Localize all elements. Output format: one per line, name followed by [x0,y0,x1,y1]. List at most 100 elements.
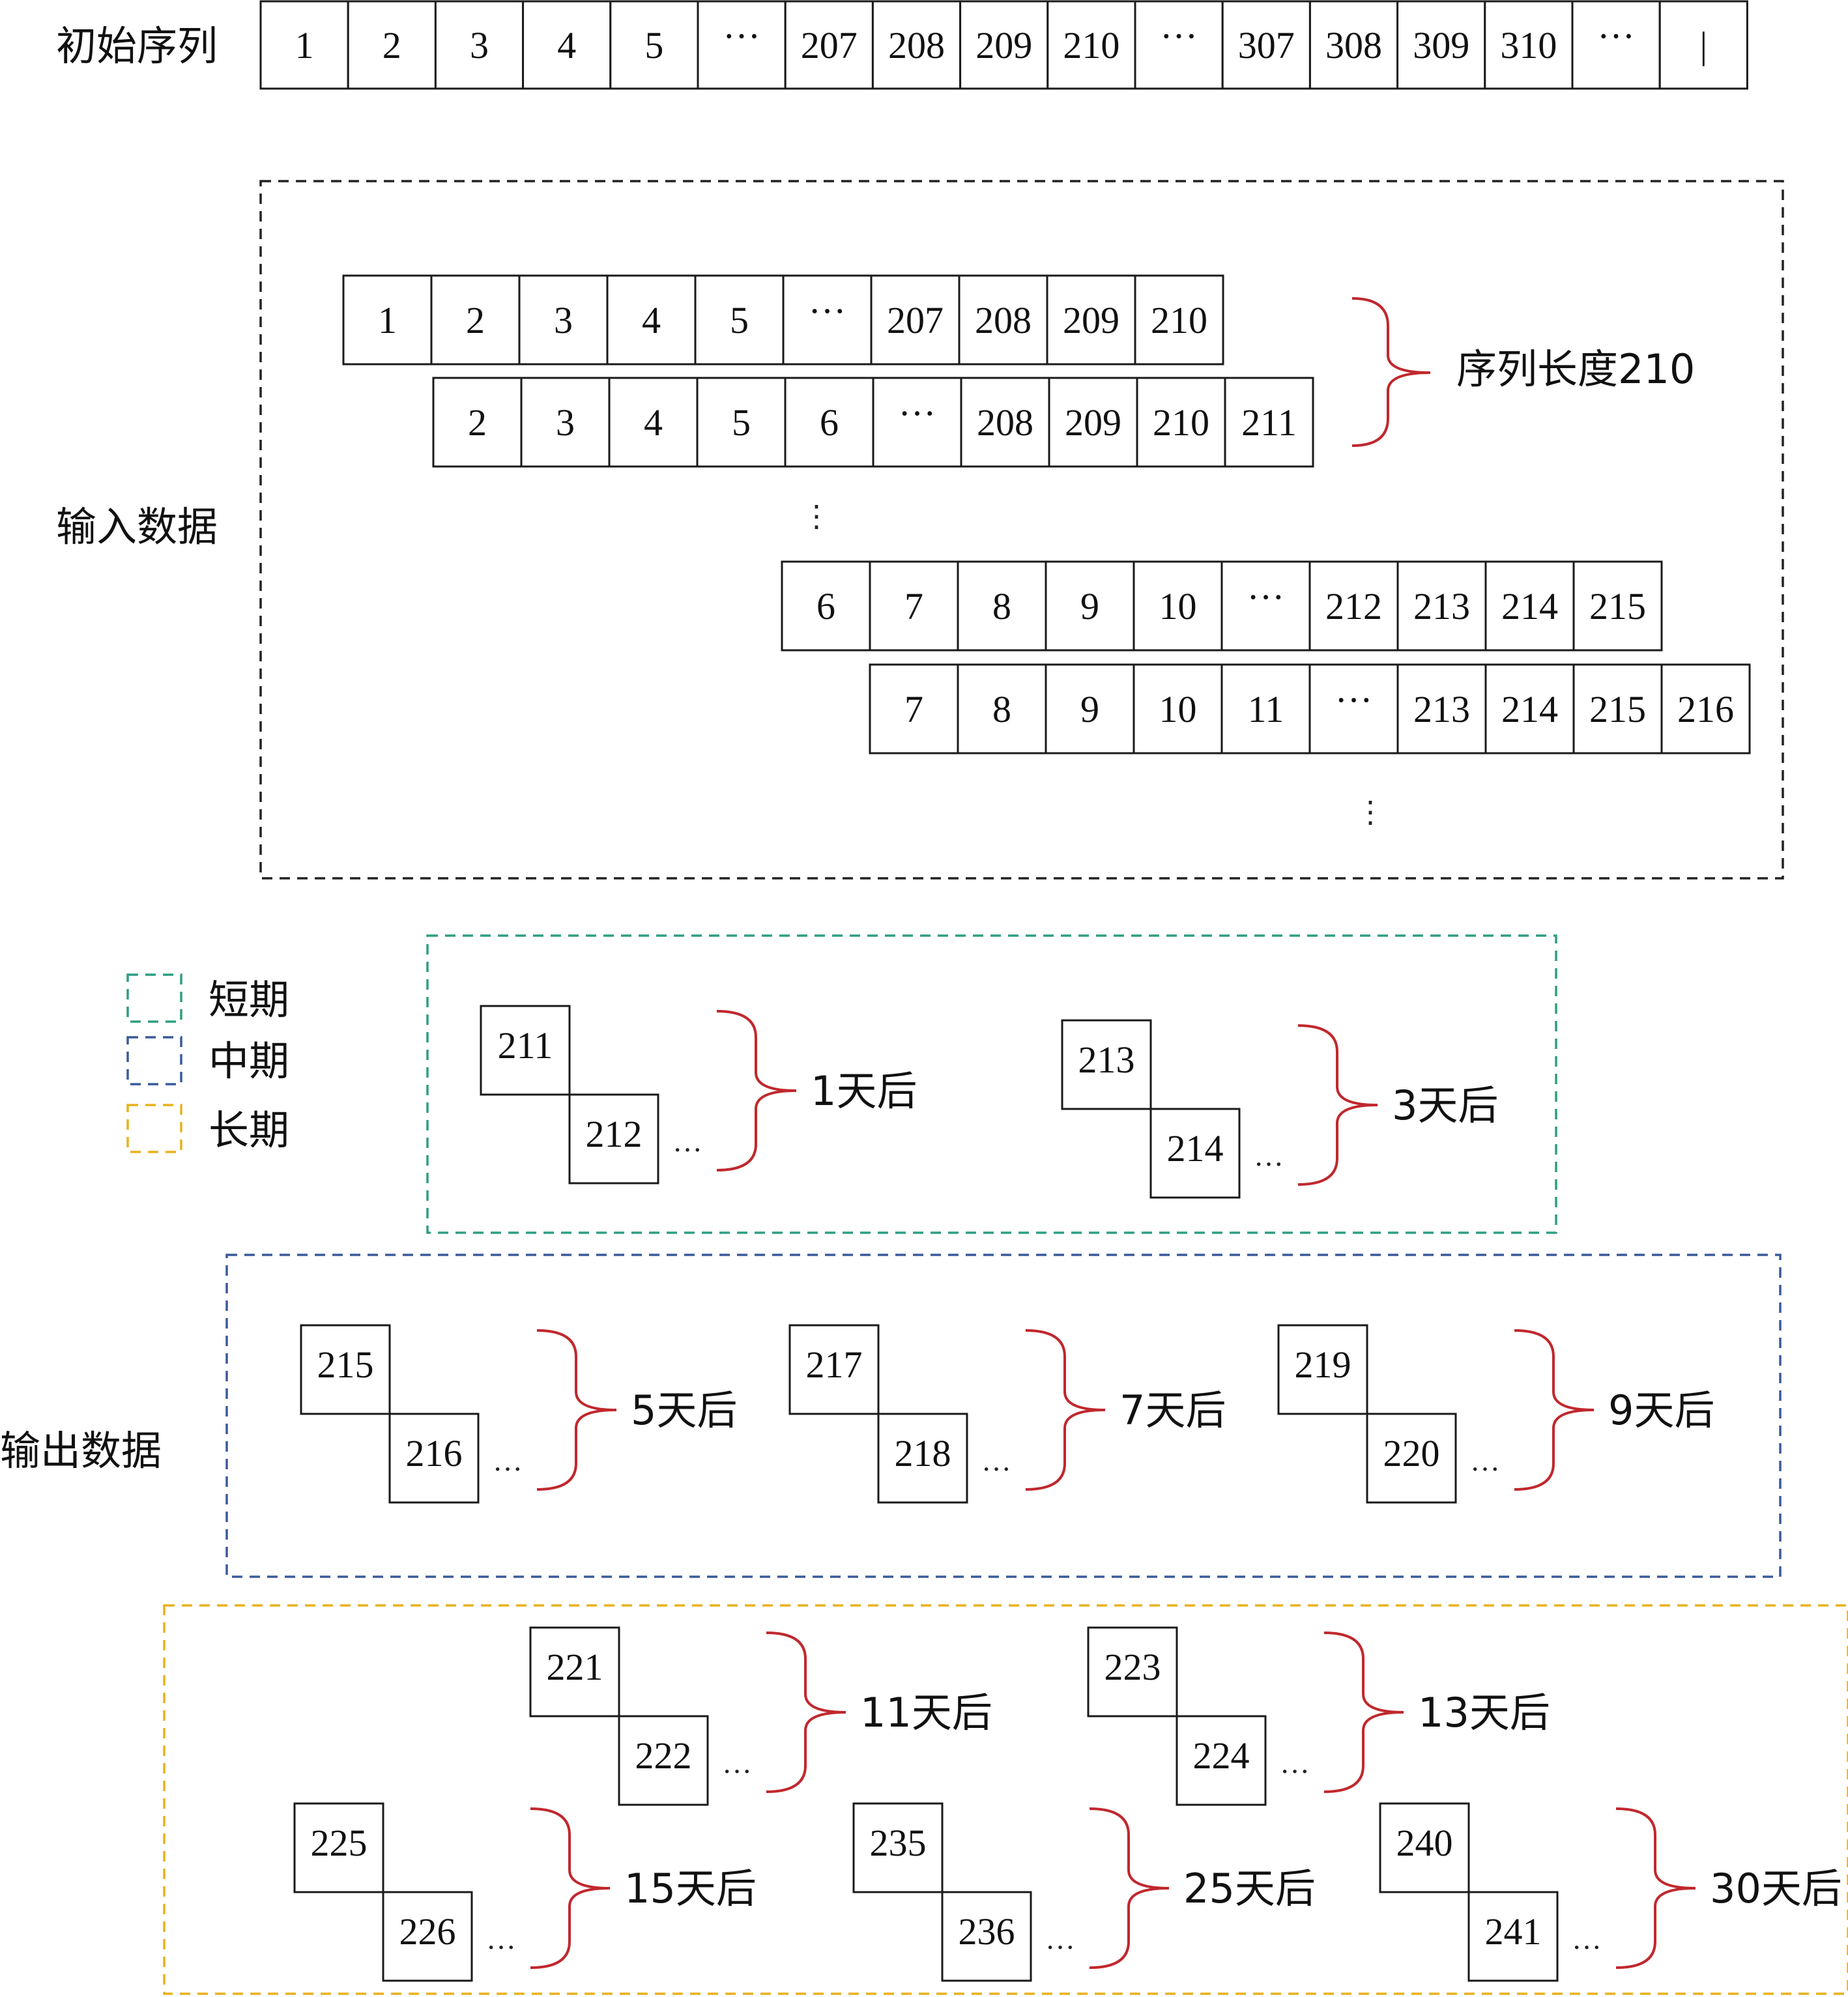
input-row-cell-value: 9 [1080,688,1099,730]
output-cell-a: 219 [1277,1324,1368,1415]
output-horizon-label: 15天后 [624,1865,757,1912]
output-cell-a-value: 235 [870,1822,927,1864]
input-row-cell-value: 208 [977,401,1033,444]
output-ellipsis: ··· [722,1755,752,1788]
input-row-cell-value: 215 [1589,585,1646,627]
input-row-cell: 215 [1572,663,1663,754]
output-brace [1615,1807,1696,1969]
initial-sequence-cell-value: 5 [644,24,663,66]
seq-length-label: 序列长度210 [1456,345,1695,393]
input-row-cell-value: 8 [992,585,1011,627]
input-row-cell: ··· [782,274,873,366]
output-brace [1089,1807,1170,1969]
initial-sequence-cell: 309 [1396,0,1486,90]
input-row-cell: ··· [872,377,962,468]
output-cell-a-value: 225 [311,1822,368,1864]
output-cell-a: 221 [529,1626,620,1717]
initial-sequence-cell-value: 309 [1413,24,1469,66]
input-row-cell: 208 [960,377,1050,468]
input-row-cell-value: 214 [1501,688,1558,730]
initial-sequence-cell-value: 2 [383,24,401,66]
input-row-cell-value: 2 [466,299,485,341]
input-row-cell-value: 1 [378,299,397,341]
input-row-cell: 8 [957,663,1047,754]
input-row-cell: 215 [1572,560,1663,652]
input-row-cell-value: 210 [1153,401,1209,444]
input-data-label: 输入数据 [56,503,218,551]
output-cell-b: 220 [1366,1413,1457,1504]
output-cell-b-value: 212 [586,1113,642,1155]
output-cell-a: 211 [480,1005,571,1096]
input-row-cell-value: 6 [816,585,835,627]
initial-sequence-cell: 2 [347,0,437,90]
output-cell-a-value: 213 [1078,1039,1135,1081]
output-ellipsis: ··· [1280,1755,1310,1788]
input-row-cell: 210 [1134,274,1224,366]
input-row-cell: 5 [696,377,787,468]
input-row-cell: 213 [1396,663,1487,754]
input-row-cell-value: 212 [1325,585,1382,627]
initial-sequence-cell: 210 [1047,0,1136,90]
output-cell-b: 212 [568,1093,659,1185]
initial-sequence-cell-value: 4 [557,24,576,66]
input-row-cell: 214 [1484,560,1575,652]
input-row-cell-value: 7 [904,585,923,627]
input-row-cell-value: ··· [1247,576,1285,618]
input-row-cell: 3 [518,274,609,366]
output-ellipsis: ··· [1572,1931,1602,1964]
output-cell-a-value: 217 [806,1343,863,1386]
output-cell-b: 216 [388,1413,480,1504]
output-brace [530,1807,611,1969]
input-row-cell: 1 [342,274,433,366]
input-row-cell: ··· [1308,663,1399,754]
input-row-cell-value: 2 [468,401,487,444]
input-vertical-ellipsis-2: ⋮ [1355,796,1385,829]
initial-sequence-cell: ··· [1134,0,1224,90]
input-row-cell-value: 213 [1413,585,1470,627]
output-cell-b-value: 224 [1193,1734,1250,1777]
input-row-cell-value: 9 [1080,585,1099,627]
input-data-box [259,180,1784,880]
initial-sequence-cell-value: 210 [1063,24,1119,66]
legend-swatch-long [126,1104,182,1153]
output-cell-b: 241 [1467,1891,1559,1982]
output-horizon-label: 11天后 [860,1689,992,1736]
input-row-cell: 3 [520,377,611,468]
input-row-cell: 10 [1133,663,1223,754]
input-row-cell: 211 [1224,377,1314,468]
output-cell-b-value: 222 [635,1734,692,1777]
output-cell-b-value: 226 [399,1910,456,1953]
input-row-cell-value: 216 [1677,688,1734,730]
input-row-cell-value: 209 [1065,401,1121,444]
output-groups: 211212···1天后213214···3天后215216···5天后2172… [293,1005,1842,1982]
input-vertical-ellipsis-1: ⋮ [801,500,831,533]
output-cell-b-value: 214 [1167,1127,1224,1170]
output-cell-a-value: 221 [547,1646,603,1688]
initial-sequence-cell-value: 207 [801,24,858,66]
output-ellipsis: ··· [1045,1931,1075,1964]
initial-sequence-cell: 4 [522,0,612,90]
initial-sequence-cell-value: ··· [723,15,760,57]
input-row-cell: 7 [869,560,959,652]
output-cell-a-value: 219 [1295,1343,1351,1386]
output-cell-a: 240 [1379,1802,1470,1893]
input-row-cell: 4 [606,274,697,366]
output-cell-a: 223 [1087,1626,1178,1717]
input-row-cell: 6 [781,560,871,652]
input-row-cell-value: ··· [899,392,936,435]
input-row-cell-value: 5 [730,299,749,341]
output-horizon-label: 25天后 [1183,1865,1316,1912]
output-cell-b: 236 [941,1891,1032,1982]
input-row-cell-value: 209 [1063,299,1119,341]
input-row-cell: 11 [1220,663,1311,754]
initial-sequence-cell: 209 [959,0,1049,90]
initial-sequence-cell-value: 1 [295,24,314,66]
output-cell-a-value: 223 [1104,1646,1161,1688]
initial-sequence-cell: ··· [1571,0,1661,90]
output-cell-a-value: 240 [1396,1822,1453,1864]
input-row-cell-value: 11 [1248,688,1284,730]
